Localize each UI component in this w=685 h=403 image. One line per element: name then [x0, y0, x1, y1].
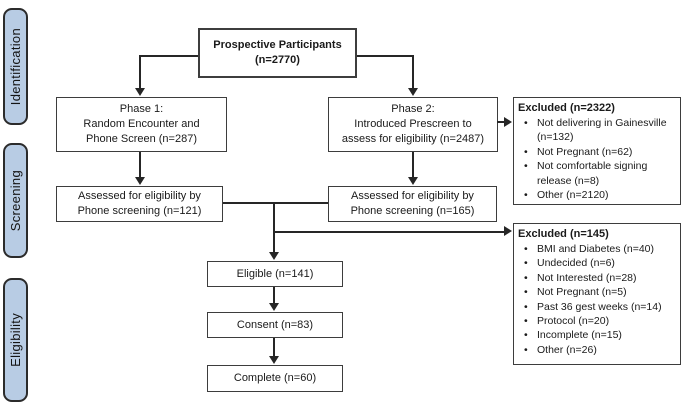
arrowhead-into-consent — [269, 303, 279, 311]
arrowhead-into-excluded-screening — [504, 226, 512, 236]
connector-consent-to-complete — [273, 338, 275, 358]
arrowhead-into-eligible — [269, 252, 279, 260]
stage-identification: Identification — [3, 8, 28, 125]
connector-top-to-phase1-drop — [139, 55, 141, 89]
stage-eligibility-label: Eligibility — [8, 313, 23, 367]
excluded-screening-title: Excluded (n=145) — [518, 228, 609, 240]
arrowhead-into-complete — [269, 356, 279, 364]
arrowhead-into-excluded-prescreen — [504, 117, 512, 127]
box-assessed-phase2: Assessed for eligibility by Phone screen… — [328, 186, 497, 222]
connector-eligible-to-consent — [273, 287, 275, 305]
list-item: Past 36 gest weeks (n=14) — [518, 300, 662, 315]
list-item: Not delivering in Gainesville (n=132) — [518, 116, 676, 145]
arrowhead-into-assessed1 — [135, 177, 145, 185]
arrowhead-into-phase2 — [408, 88, 418, 96]
connector-phase2-to-excluded-prescreen — [497, 121, 506, 123]
list-item: Not Pregnant (n=5) — [518, 285, 662, 300]
box-eligible: Eligible (n=141) — [207, 261, 343, 287]
stage-eligibility: Eligibility — [3, 278, 28, 402]
list-item: Not comfortable signing release (n=8) — [518, 159, 676, 188]
list-item: Protocol (n=20) — [518, 314, 662, 329]
box-phase2-line: Introduced Prescreen to — [354, 118, 472, 130]
box-phase1: Phase 1: Random Encounter and Phone Scre… — [56, 97, 227, 152]
stage-screening: Screening — [3, 143, 28, 258]
box-phase1-line: Phase 1: — [119, 103, 164, 115]
list-item: Other (n=26) — [518, 343, 662, 358]
box-assessed-phase1-line: Phone screening (n=121) — [77, 205, 202, 217]
box-prospective-line: (n=2770) — [255, 54, 300, 66]
box-phase2: Phase 2: Introduced Prescreen to assess … — [328, 97, 498, 152]
box-excluded-prescreen: Excluded (n=2322) Not delivering in Gain… — [513, 97, 681, 205]
box-excluded-screening: Excluded (n=145) BMI and Diabetes (n=40)… — [513, 223, 681, 365]
box-complete-label: Complete (n=60) — [233, 372, 317, 384]
excluded-prescreen-title: Excluded (n=2322) — [518, 102, 615, 114]
list-item: Not Pregnant (n=62) — [518, 145, 676, 160]
excluded-screening-list: BMI and Diabetes (n=40) Undecided (n=6) … — [518, 242, 662, 358]
arrowhead-into-assessed2 — [408, 177, 418, 185]
box-phase2-line: Phase 2: — [391, 103, 435, 115]
stage-screening-label: Screening — [8, 169, 23, 232]
box-phase2-line: assess for eligibility (n=2487) — [341, 133, 485, 145]
box-complete: Complete (n=60) — [207, 365, 343, 392]
connector-assessed-join — [223, 202, 328, 204]
box-assessed-phase1: Assessed for eligibility by Phone screen… — [56, 186, 223, 222]
list-item: Other (n=2120) — [518, 188, 676, 203]
box-phase1-line: Phone Screen (n=287) — [86, 133, 197, 145]
box-assessed-phase2-line: Assessed for eligibility by — [351, 190, 474, 202]
box-phase1-line: Random Encounter and — [83, 118, 200, 130]
connector-top-to-phase1 — [140, 55, 198, 57]
connector-join-to-excluded-screening — [274, 231, 505, 233]
connector-join-to-eligible — [273, 202, 275, 253]
box-consent-label: Consent (n=83) — [236, 318, 314, 331]
box-eligible-label: Eligible (n=141) — [236, 267, 314, 280]
box-prospective-line: Prospective Participants — [213, 39, 342, 51]
connector-phase2-to-assessed2 — [412, 152, 414, 179]
connector-phase1-to-assessed1 — [139, 152, 141, 179]
list-item: Undecided (n=6) — [518, 256, 662, 271]
connector-top-to-phase2-drop — [412, 55, 414, 89]
box-prospective-participants: Prospective Participants (n=2770) — [198, 28, 357, 78]
box-assessed-phase2-line: Phone screening (n=165) — [350, 205, 475, 217]
box-consent: Consent (n=83) — [207, 312, 343, 338]
list-item: Incomplete (n=15) — [518, 328, 662, 343]
list-item: BMI and Diabetes (n=40) — [518, 242, 662, 257]
box-assessed-phase1-line: Assessed for eligibility by — [78, 190, 201, 202]
connector-top-to-phase2 — [357, 55, 413, 57]
excluded-prescreen-list: Not delivering in Gainesville (n=132) No… — [518, 116, 676, 203]
list-item: Not Interested (n=28) — [518, 271, 662, 286]
stage-identification-label: Identification — [8, 27, 23, 106]
arrowhead-into-phase1 — [135, 88, 145, 96]
